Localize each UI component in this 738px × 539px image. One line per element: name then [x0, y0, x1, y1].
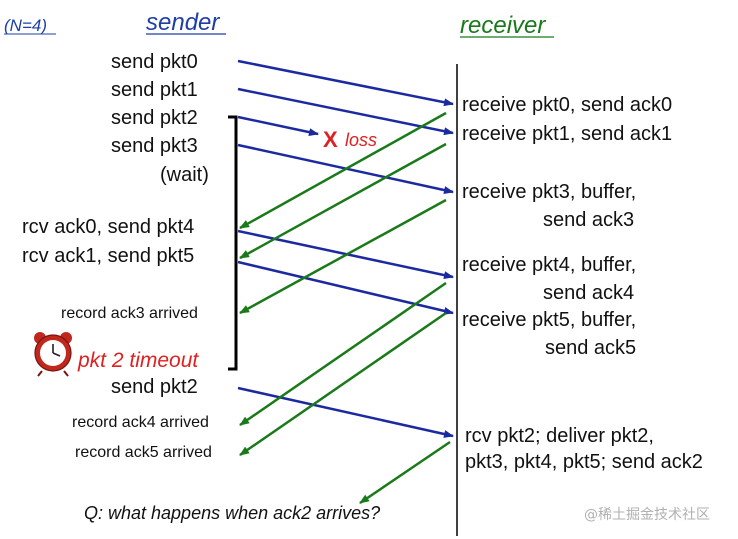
send-ack4-label: send ack4	[543, 282, 634, 304]
pkt5-arrow	[237, 260, 454, 315]
pkt2-timeout-label: pkt 2 timeout	[77, 349, 199, 372]
receive-pkt4-label: receive pkt4, buffer,	[462, 254, 636, 276]
x-loss-icon: X	[323, 127, 338, 152]
receive-pkt3-label: receive pkt3, buffer,	[462, 181, 636, 203]
ack2-arrow	[359, 440, 451, 505]
resend-pkt2-label: send pkt2	[111, 376, 198, 398]
send-ack5-label: send ack5	[545, 337, 636, 359]
pkt0-arrow	[237, 59, 454, 107]
send-pkt2-label: send pkt2	[111, 107, 198, 129]
receive-pkt5-label: receive pkt5, buffer,	[462, 309, 636, 331]
record-ack3-label: record ack3 arrived	[61, 305, 198, 322]
send-ack3-label: send ack3	[543, 209, 634, 231]
ack4-arrow	[239, 281, 447, 427]
ack0-arrow	[239, 111, 447, 230]
rcv-ack1-label: rcv ack1, send pkt5	[22, 245, 194, 267]
rcv-ack0-label: rcv ack0, send pkt4	[22, 216, 194, 238]
rcv-pkt2-label: rcv pkt2; deliver pkt2,	[465, 425, 654, 447]
window-size-label: (N=4)	[4, 16, 47, 35]
receive-pkt1-label: receive pkt1, send ack1	[462, 123, 672, 145]
record-ack5-label: record ack5 arrived	[75, 444, 212, 461]
pkt2-resend-arrow	[237, 386, 454, 438]
ack5-arrow	[239, 311, 447, 457]
loss-label: loss	[345, 130, 377, 150]
watermark-text: @稀土掘金技术社区	[584, 507, 710, 523]
send-pkt1-label: send pkt1	[111, 79, 198, 101]
ack3-arrow	[239, 198, 447, 315]
wait-label: (wait)	[160, 164, 209, 186]
record-ack4-label: record ack4 arrived	[72, 414, 209, 431]
send-pkt0-label: send pkt0	[111, 51, 198, 73]
alarm-clock-icon	[34, 332, 72, 377]
question-text: Q: what happens when ack2 arrives?	[84, 503, 380, 523]
timeout-bracket	[228, 115, 238, 371]
ack1-arrow	[239, 142, 447, 260]
sender-title: sender	[146, 9, 220, 36]
send-pkt3-label: send pkt3	[111, 135, 198, 157]
deliver-send-ack2-label: pkt3, pkt4, pkt5; send ack2	[465, 451, 703, 473]
pkt2-lost-arrow	[237, 115, 319, 137]
receiver-title: receiver	[460, 12, 546, 39]
pkt1-arrow	[237, 87, 454, 136]
receive-pkt0-label: receive pkt0, send ack0	[462, 94, 672, 116]
